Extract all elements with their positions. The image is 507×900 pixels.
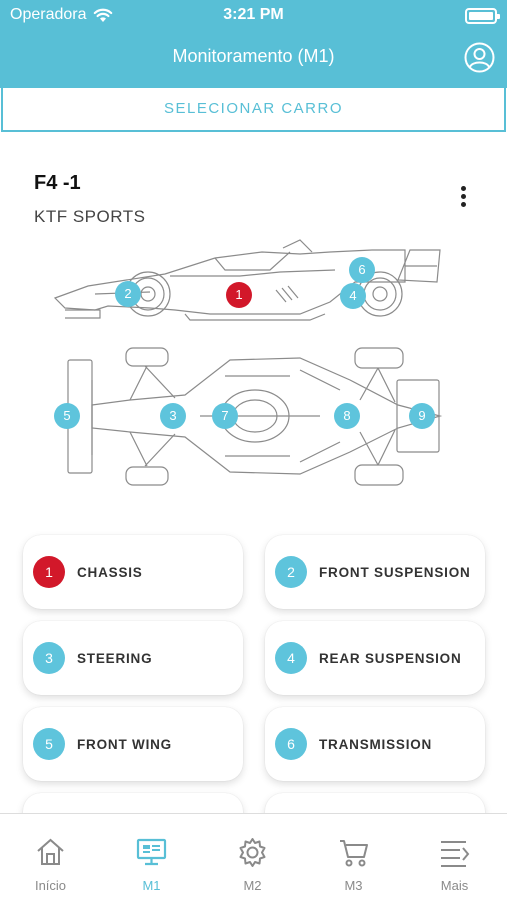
marker-side-1[interactable]: 1: [226, 282, 252, 308]
carrier: Operadora: [10, 6, 113, 24]
select-car-button[interactable]: SELECIONAR CARRO: [1, 88, 506, 132]
component-card-front-suspension[interactable]: 2 FRONT SUSPENSION: [265, 535, 485, 609]
tab-label: M3: [344, 878, 363, 893]
page-title: Monitoramento (M1): [172, 46, 335, 66]
component-label: REAR SUSPENSION: [319, 650, 462, 666]
tab-label: M2: [243, 878, 262, 893]
menu-more-icon: [441, 841, 470, 867]
component-card-chassis[interactable]: 1 CHASSIS: [23, 535, 243, 609]
tab-label: Início: [34, 878, 67, 893]
tab-inicio[interactable]: Início: [0, 814, 101, 900]
component-number: 1: [33, 556, 65, 588]
wifi-icon: [93, 8, 112, 22]
component-number: 3: [33, 642, 65, 674]
component-label: FRONT WING: [77, 736, 172, 752]
component-card-steering[interactable]: 3 STEERING: [23, 621, 243, 695]
car-name: F4 -1: [34, 172, 81, 194]
top-header: Operadora 3:21 PM Monitoramento (M1): [0, 0, 507, 88]
marker-top-9[interactable]: 9: [409, 403, 435, 429]
component-number: 5: [33, 728, 65, 760]
marker-side-6[interactable]: 6: [349, 257, 375, 283]
marker-top-3[interactable]: 3: [160, 403, 186, 429]
status-bar: Operadora 3:21 PM: [0, 0, 507, 32]
carrier-label: Operadora: [10, 6, 87, 23]
cart-icon: [340, 840, 368, 867]
battery-icon: [465, 8, 500, 24]
car-side-view: [53, 239, 443, 486]
component-number: 2: [275, 556, 307, 588]
tab-m2[interactable]: M2: [202, 814, 303, 900]
component-card-rear-suspension[interactable]: 4 REAR SUSPENSION: [265, 621, 485, 695]
marker-side-4[interactable]: 4: [340, 283, 366, 309]
more-options-icon[interactable]: [455, 184, 471, 210]
component-label: STEERING: [77, 650, 153, 666]
tab-mais[interactable]: Mais: [404, 814, 505, 900]
component-number: 4: [275, 642, 307, 674]
home-icon: [37, 838, 64, 865]
marker-top-8[interactable]: 8: [334, 403, 360, 429]
component-card-front-wing[interactable]: 5 FRONT WING: [23, 707, 243, 781]
tab-m1[interactable]: M1: [101, 814, 202, 900]
clock: 3:21 PM: [223, 6, 284, 23]
marker-side-2[interactable]: 2: [115, 281, 141, 307]
tab-bar: Início M1 M2: [0, 813, 507, 900]
component-number: 6: [275, 728, 307, 760]
component-label: CHASSIS: [77, 564, 143, 580]
gear-icon: [239, 838, 266, 867]
component-label: FRONT SUSPENSION: [319, 564, 471, 580]
tab-label: M1: [142, 878, 161, 893]
marker-top-7[interactable]: 7: [212, 403, 238, 429]
component-label: TRANSMISSION: [319, 736, 433, 752]
tab-m3[interactable]: M3: [303, 814, 404, 900]
car-diagram: 2 1 6 4 5 3 7 8 9: [0, 230, 507, 500]
monitor-icon: [136, 838, 167, 866]
marker-top-5[interactable]: 5: [54, 403, 80, 429]
tab-label: Mais: [440, 878, 469, 893]
profile-icon[interactable]: [464, 42, 495, 73]
team-name: KTF SPORTS: [34, 207, 146, 226]
component-card-transmission[interactable]: 6 TRANSMISSION: [265, 707, 485, 781]
